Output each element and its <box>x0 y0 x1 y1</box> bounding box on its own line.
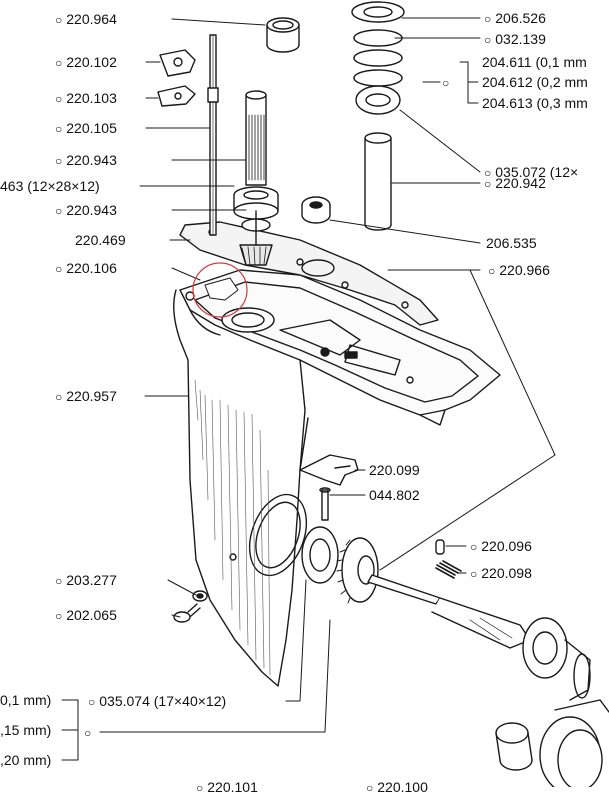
circle-marker-icon: ○ <box>55 574 63 588</box>
part-label-032-139: ○032.139 <box>484 31 546 47</box>
circle-marker-icon: ○ <box>55 13 63 27</box>
part-label-220-943-a: ○220.943 <box>55 152 117 168</box>
part-label-220-101: ○220.101 <box>196 779 258 795</box>
part-label-220-103: ○220.103 <box>55 90 117 106</box>
shift-rod-220-105 <box>207 34 219 236</box>
circle-marker-icon: ○ <box>470 540 478 554</box>
part-label-035-072: ○035.072 (12× <box>484 164 579 180</box>
circle-marker-icon: ○ <box>55 609 63 623</box>
circle-marker-icon: ○ <box>55 56 63 70</box>
nut-206-535 <box>301 196 331 224</box>
shim-group-marker: ○ <box>442 74 453 91</box>
part-label-220-469: 220.469 <box>75 232 126 248</box>
circle-marker-icon: ○ <box>442 76 450 90</box>
part-label-204-613: 204.613 (0,3 mm <box>482 95 588 111</box>
part-label-220-105: ○220.105 <box>55 120 117 136</box>
circle-marker-icon: ○ <box>484 177 492 191</box>
part-label-shim-0-20: ,20 mm) <box>0 752 52 768</box>
part-label-220-098: ○220.098 <box>470 565 532 581</box>
part-label-220-106: ○220.106 <box>55 260 117 276</box>
circle-marker-icon: ○ <box>470 567 478 581</box>
bracket-220-102 <box>159 49 196 77</box>
circle-marker-icon: ○ <box>55 390 63 404</box>
part-label-206-526: ○206.526 <box>484 10 546 26</box>
part-label-202-065: ○202.065 <box>55 607 117 623</box>
circle-marker-icon: ○ <box>484 12 492 26</box>
part-label-204-611: 204.611 (0,1 mm <box>482 54 587 70</box>
bottom-right-parts <box>495 699 609 787</box>
circle-marker-icon: ○ <box>484 33 492 47</box>
gear-housing <box>173 269 501 687</box>
circle-marker-icon: ○ <box>55 204 63 218</box>
housing-hatching <box>194 379 271 676</box>
bushing-220-964 <box>266 17 300 53</box>
shift-lever-220-099 <box>299 454 359 486</box>
spring-220-098 <box>435 560 462 579</box>
washer-203-277 <box>192 590 208 602</box>
part-label-shim-0-1: 0,1 mm) <box>0 692 52 708</box>
part-label-220-102: ○220.102 <box>55 54 117 70</box>
part-label-220-966: ○220.966 <box>488 262 550 278</box>
part-label-204-612: 204.612 (0,2 mm <box>482 74 588 90</box>
circle-marker-icon: ○ <box>484 166 492 180</box>
right-stack <box>351 1 405 231</box>
circle-marker-icon: ○ <box>488 264 496 278</box>
shim-group-marker-bottom: ○ <box>84 724 95 741</box>
prop-shaft <box>367 574 591 701</box>
part-label-220-096: ○220.096 <box>470 538 532 554</box>
part-label-206-535: 206.535 <box>486 235 537 251</box>
part-label-035-074: ○035.074 (17×40×12) <box>88 693 227 709</box>
part-label-shim-0-15: ,15 mm) <box>0 722 52 738</box>
part-label-044-802: 044.802 <box>369 487 420 503</box>
part-label-220-957: ○220.957 <box>55 388 117 404</box>
circle-marker-icon: ○ <box>84 726 92 740</box>
circle-marker-icon: ○ <box>55 92 63 106</box>
part-label-220-942: ○220.942 <box>484 175 546 191</box>
bevel-gear <box>336 537 379 604</box>
part-label-220-964: ○220.964 <box>55 11 117 27</box>
circle-marker-icon: ○ <box>55 154 63 168</box>
part-label-220-943-b: ○220.943 <box>55 202 117 218</box>
part-label-220-100: ○220.100 <box>366 779 428 795</box>
screw-202-065 <box>173 603 201 623</box>
pin-220-096 <box>435 539 445 555</box>
part-label-203-277: ○203.277 <box>55 572 117 588</box>
highlight-circle <box>192 262 248 318</box>
bearing-035-074 <box>301 526 339 584</box>
part-label-220-099: 220.099 <box>369 462 420 478</box>
plate-220-103 <box>157 85 196 107</box>
vertical-shaft <box>233 90 279 266</box>
circle-marker-icon: ○ <box>88 695 96 709</box>
part-label-bearing-12x28x12: 463 (12×28×12) <box>0 178 100 194</box>
circle-marker-icon: ○ <box>366 781 374 795</box>
circle-marker-icon: ○ <box>55 262 63 276</box>
screw-044-802 <box>319 487 331 521</box>
circle-marker-icon: ○ <box>55 122 63 136</box>
circle-marker-icon: ○ <box>196 781 204 795</box>
